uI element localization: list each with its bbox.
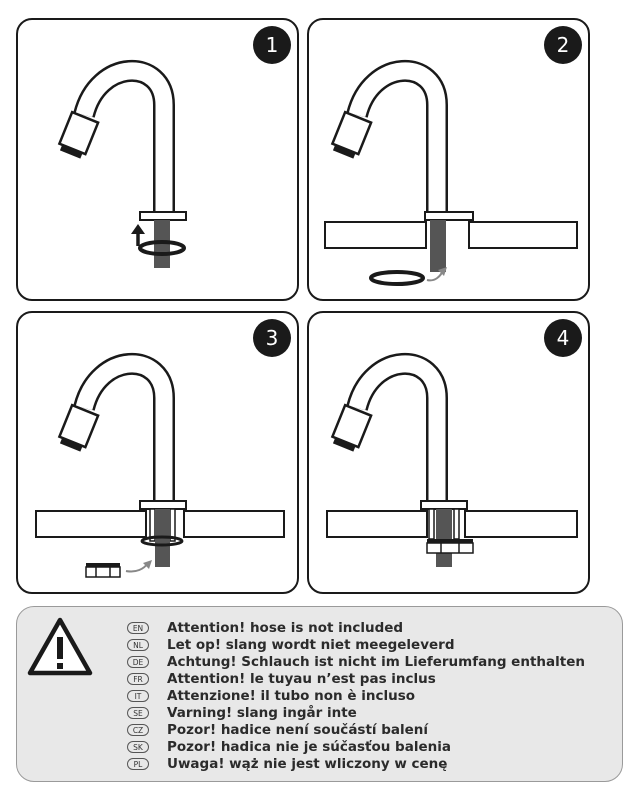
warning-message-row: NL Let op! slang wordt niet meegeleverd	[127, 636, 585, 653]
warning-message-row: PL Uwaga! wąż nie jest wliczony w cenę	[127, 755, 585, 772]
warning-message-text: Attention! hose is not included	[167, 619, 404, 636]
language-code-badge: EN	[127, 621, 149, 634]
warning-message-text: Achtung! Schlauch ist nicht im Lieferumf…	[167, 653, 585, 670]
aerator-head	[57, 110, 100, 159]
warning-message-row: IT Attenzione! il tubo non è incluso	[127, 687, 585, 704]
language-code-badge: CZ	[127, 723, 149, 736]
language-code-badge: FR	[127, 672, 149, 685]
step-number-badge: 3	[253, 319, 291, 357]
language-code-badge: PL	[127, 757, 149, 770]
warning-message-row: EN Attention! hose is not included	[127, 619, 585, 636]
step-panel-1: 1	[16, 18, 299, 301]
step-panel-4: 4	[307, 311, 590, 594]
faucet-illustration	[326, 353, 578, 567]
step-panel-3: 3	[16, 311, 299, 594]
warning-triangle-icon	[27, 617, 93, 676]
warning-message-row: DE Achtung! Schlauch ist nicht im Lieferu…	[127, 653, 585, 670]
step-number-badge: 4	[544, 319, 582, 357]
language-code-badge: IT	[127, 689, 149, 702]
washer	[369, 270, 425, 286]
mounting-bracket	[426, 539, 474, 554]
warning-message-text: Pozor! hadica nie je súčasťou balenia	[167, 738, 451, 755]
warning-message-text: Attenzione! il tubo non è incluso	[167, 687, 416, 704]
warning-message-text: Varning! slang ingår inte	[167, 704, 357, 721]
aerator-head	[57, 403, 100, 452]
warning-message-text: Uwaga! wąż nie jest wliczony w cenę	[167, 755, 448, 772]
aerator-head	[330, 110, 373, 159]
up-arrow-icon	[131, 224, 145, 246]
language-code-badge: SK	[127, 740, 149, 753]
step-panel-2: 2	[307, 18, 590, 301]
warning-message-row: SE Varning! slang ingår inte	[127, 704, 585, 721]
language-code-badge: DE	[127, 655, 149, 668]
mounting-bracket	[85, 563, 121, 578]
faucet-illustration	[57, 60, 187, 268]
sink-countertop	[35, 510, 147, 538]
warning-message-text: Pozor! hadice není součástí balení	[167, 721, 429, 738]
faucet-illustration	[35, 353, 285, 578]
sink-countertop	[324, 221, 427, 249]
warning-message-text: Let op! slang wordt niet meegeleverd	[167, 636, 455, 653]
warning-message-row: FR Attention! le tuyau n’est pas inclus	[127, 670, 585, 687]
warning-message-text: Attention! le tuyau n’est pas inclus	[167, 670, 436, 687]
language-code-badge: SE	[127, 706, 149, 719]
step-number-badge: 2	[544, 26, 582, 64]
language-code-badge: NL	[127, 638, 149, 651]
aerator-head	[330, 403, 373, 452]
step-number-badge: 1	[253, 26, 291, 64]
warning-message-row: CZ Pozor! hadice není součástí balení	[127, 721, 585, 738]
warning-message-row: SK Pozor! hadica nie je súčasťou balenia	[127, 738, 585, 755]
faucet-illustration	[324, 60, 578, 286]
sink-countertop	[326, 510, 428, 538]
